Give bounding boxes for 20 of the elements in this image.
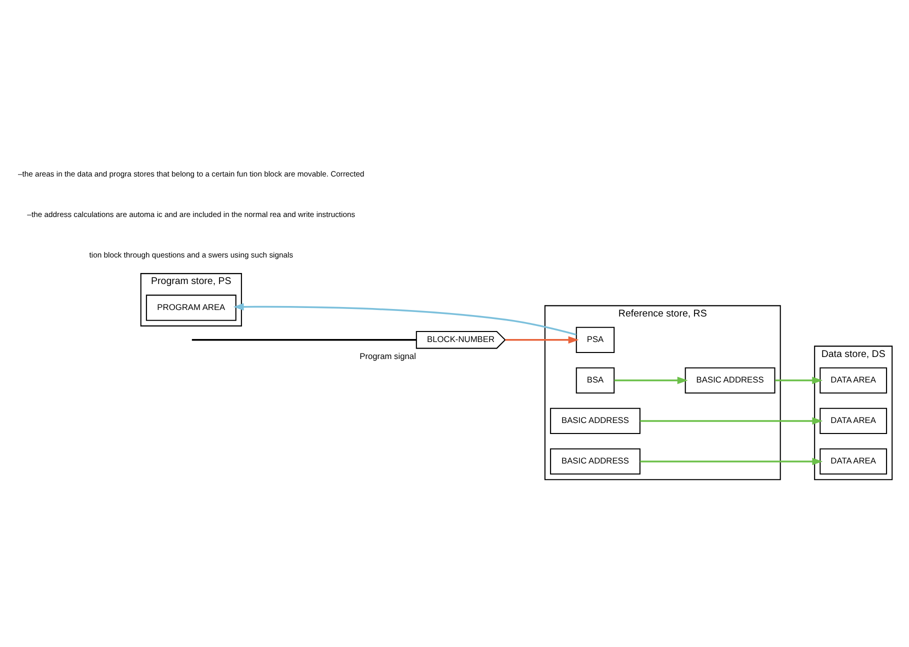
arrow bbox=[640, 417, 823, 425]
node-box: DATA AREA bbox=[820, 448, 888, 475]
node-box: DATA AREA bbox=[820, 367, 888, 394]
arrow bbox=[775, 376, 823, 384]
node-box: PROGRAM AREA bbox=[146, 294, 236, 321]
label: –the areas in the data and progra stores that belong to a certain fun tion block are movable. Corrected bbox=[18, 169, 364, 178]
connector bbox=[192, 339, 416, 341]
arrow bbox=[614, 376, 688, 384]
arrow bbox=[505, 336, 579, 344]
node-box: BASIC ADDRESS bbox=[550, 408, 640, 434]
node-label: Program signal bbox=[360, 351, 416, 362]
arrow bbox=[233, 303, 576, 336]
node-box: DATA AREA bbox=[820, 408, 888, 434]
node-box: PSA bbox=[576, 326, 615, 354]
node-box: BSA bbox=[576, 367, 615, 394]
label: –the address calculations are automa ic and are included in the normal rea and write instructions bbox=[27, 210, 356, 219]
arrow bbox=[640, 458, 823, 466]
label: tion block through questions and a swers using such signals bbox=[89, 250, 294, 260]
node-box: BASIC ADDRESS bbox=[550, 448, 640, 475]
node-box: BASIC ADDRESS bbox=[684, 367, 776, 394]
